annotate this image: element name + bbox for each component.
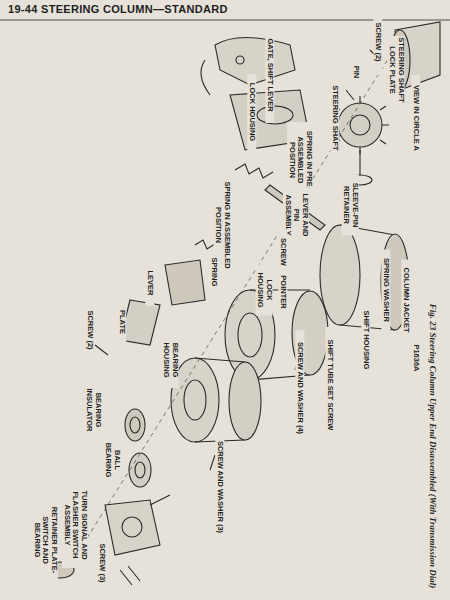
part-label: VIEW IN CIRCLE A [412,75,421,161]
part-label: SCREW AND WASHER (3) [216,434,225,540]
part-label: STEERING SHAFT LOCK PLATE [387,36,404,104]
page-header: 19-44 STEERING COLUMN—STANDARD [8,3,228,15]
part-label: POINTER [279,267,288,318]
part-label: SCREW AND WASHER (4) [296,330,305,446]
part-label: BEARING INSULATOR [84,380,101,441]
part-label: GATE, SHIFT LEVER [266,27,275,123]
part-label: TURN SIGNAL AND FLASHER SWITCH ASSEMBLY [62,482,88,568]
part-label: SCREW (2) [374,9,383,75]
part-label: P1636A [412,335,421,381]
part-label: BALL BEARING [103,437,120,483]
part-label: LOCK HOUSING [248,74,257,150]
part-label: COLUMN JACKET [402,260,411,341]
part-label: LOCK HOUSING [255,265,272,316]
part-label: RETAINER PLATE-SWITCH AND BEARING [32,497,58,583]
part-label: LEVER [146,260,155,306]
part-label: SLEEVE-PIN RETAINER [341,175,358,236]
part-label: SCREW (3) [98,533,107,594]
part-label: STEERING SHAFT [331,75,340,161]
part-label: SPRING [210,249,219,295]
part-label: PIN [352,49,361,95]
part-label: SHIFT HOUSING [362,300,371,381]
part-label: SPRING WASHER [382,250,391,331]
part-label: PLATE [118,299,127,345]
part-label: BEARING HOUSING [161,332,178,388]
part-label: SCREW (2) [86,297,95,363]
part-label: SHIFT TUBE SET SCREW [326,327,335,443]
figure-caption: Fig. 23 Steering Column Upper End Disass… [428,302,438,590]
